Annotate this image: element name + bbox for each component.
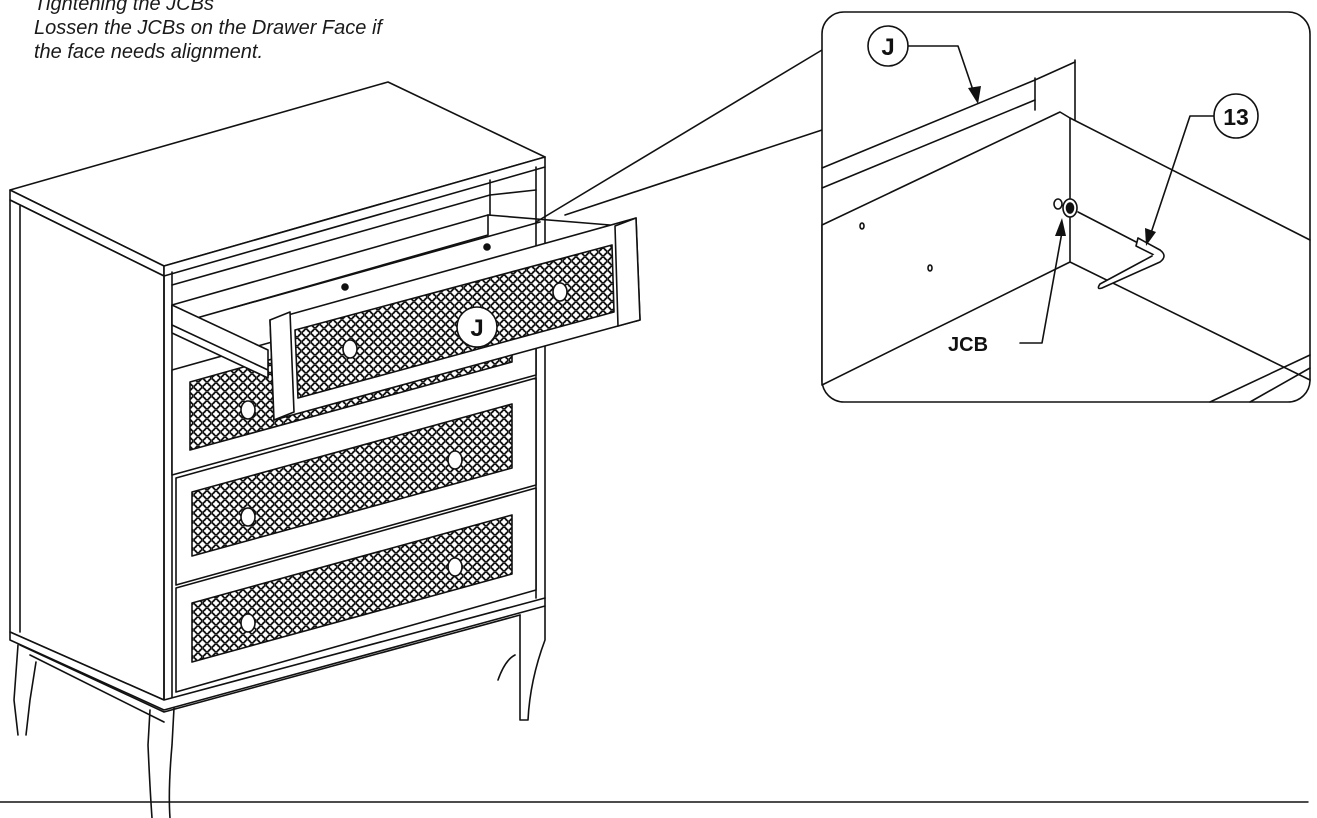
tool-leader bbox=[1149, 115, 1215, 237]
dresser-side-panel bbox=[9, 199, 165, 701]
instruction-text: Tightening the JCBs Lossen the JCBs on t… bbox=[34, 0, 554, 64]
instruction-line-1: Tightening the JCBs bbox=[34, 0, 214, 15]
drawer-knobs bbox=[240, 400, 463, 633]
detail-leader-upper bbox=[535, 49, 823, 223]
allen-key-13 bbox=[1097, 237, 1165, 290]
drawer-screws bbox=[341, 243, 491, 291]
callout-j-drawer: J bbox=[456, 306, 498, 348]
callout-13: 13 bbox=[1213, 93, 1259, 139]
open-drawer bbox=[171, 214, 641, 421]
detail-j-leader bbox=[907, 45, 976, 97]
leg-front-left bbox=[147, 707, 175, 818]
instruction-line-3: the face needs alignment. bbox=[34, 41, 264, 63]
callout-j-detail: J bbox=[867, 25, 909, 67]
leg-back-left bbox=[13, 644, 37, 736]
callout-j-detail-text: J bbox=[881, 34, 894, 61]
instruction-line-2: Lossen the JCBs on the Drawer Face if bbox=[34, 17, 382, 39]
dresser bbox=[9, 81, 546, 818]
drawer-face-mesh bbox=[294, 244, 615, 399]
jcb-label: JCB bbox=[948, 334, 988, 356]
drawer-4-mesh bbox=[191, 514, 513, 663]
drawer-3-mesh bbox=[191, 403, 513, 557]
callout-13-text: 13 bbox=[1223, 104, 1249, 130]
detail-view bbox=[821, 11, 1311, 403]
jcb-bolt bbox=[1053, 198, 1078, 218]
detail-leader-lower bbox=[564, 129, 823, 216]
jcb-leader bbox=[1019, 231, 1063, 344]
leg-front-right bbox=[519, 605, 546, 721]
callout-j-drawer-text: J bbox=[470, 315, 483, 342]
